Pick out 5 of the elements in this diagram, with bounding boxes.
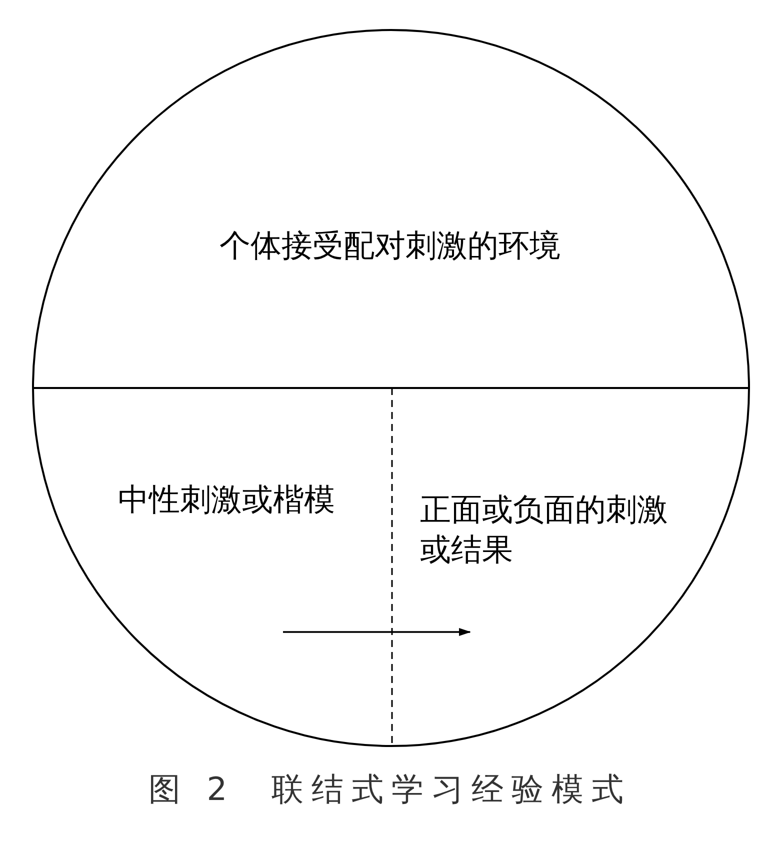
arrow [283, 628, 471, 636]
region-label: 个体接受配对刺激的环境 [218, 227, 562, 266]
figure-caption: 图 2 联结式学习经验模式 [148, 769, 632, 810]
region-label: 正面或负面的刺激或结果 [420, 491, 669, 570]
region-label: 中性刺激或楷模 [118, 481, 336, 520]
